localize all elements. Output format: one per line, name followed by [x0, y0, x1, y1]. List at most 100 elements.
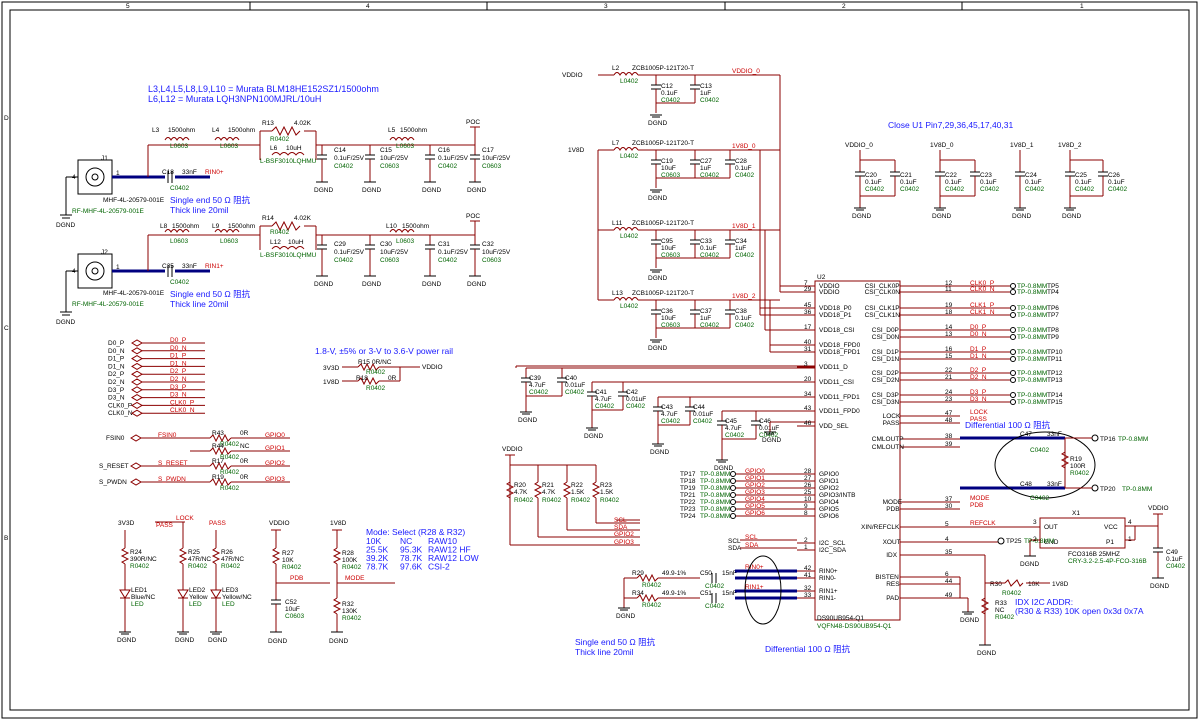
u2-rpin-num-12: 12 — [945, 280, 953, 287]
u2-rpin-num-21: 21 — [945, 374, 953, 381]
decoup-c-val-3-1: 0.1uF — [1108, 179, 1125, 186]
supply-l-body-2 — [613, 227, 639, 231]
gpio-src-3: S_PWDN — [99, 479, 127, 486]
single-end-note-3: Single end 50 Ω 阻抗 — [575, 637, 656, 647]
r15-ref: R15 — [358, 359, 370, 366]
gpio-tp-part-3: TP-0.8MM — [700, 492, 730, 499]
r33-ref: R33 — [995, 600, 1007, 607]
vdd11-c-val-1-0: 4.7uF — [595, 396, 612, 403]
rf-top-caps: C14 0.1uF/25V C0402 C15 10uF/25V C0603 C… — [316, 145, 511, 183]
gpio-tp-net-0: GPIO0 — [745, 468, 765, 475]
c31-val: 0.1uF/25V — [438, 249, 469, 256]
gnd-pdb: DGND — [268, 638, 287, 645]
rin-c-fp-1: C0402 — [705, 603, 725, 610]
mode-row-2-r32: 78.7K — [400, 553, 423, 563]
vdd11-c-ref-3-0: C45 — [725, 418, 737, 425]
tp25-label: TP25 — [1006, 538, 1022, 545]
u2-rpin-num-30: 30 — [945, 503, 953, 510]
supply-l-body-1 — [613, 147, 639, 151]
pullup-ref-2: R22 — [571, 482, 583, 489]
gpio-res-val-1: NC — [240, 443, 250, 450]
u2-pin-vddio-7: VDDIO — [819, 283, 840, 290]
led-rref-1: R25 — [188, 549, 200, 556]
gpio-tp-part-4: TP-0.8MM — [700, 499, 730, 506]
rf-bottom-caps: C29 0.1uF/25V C0402 C30 10uF/25V C0603 C… — [316, 235, 511, 277]
supply-l-ref-2: L11 — [612, 220, 623, 227]
gnd-t4: DGND — [467, 187, 486, 194]
cml-r19-val: 100R — [1070, 463, 1086, 470]
csi-tp-ref-9: TP13 — [1047, 377, 1063, 384]
c49-ref: C49 — [1166, 549, 1178, 556]
gpio-tp-part-5: TP-0.8MM — [700, 506, 730, 513]
led-diode-1 — [177, 589, 189, 599]
u2-rpin-csi-d0p-14: CSI_D0P — [872, 327, 899, 334]
gpio-tp-part-1: TP-0.8MM — [700, 478, 730, 485]
vdd11-c-val-0-0: 4.7uF — [529, 382, 546, 389]
net-mode-1: MODE — [345, 575, 365, 582]
gpio-tp-circle-5 — [730, 506, 736, 512]
u2-pin-rin0--41: RIN0- — [819, 575, 836, 582]
c15-val: 10uF/25V — [380, 155, 409, 162]
u2-pin-gpio5-9: GPIO5 — [819, 506, 839, 513]
j1-footprint: RF-MHF-4L-20579-001E — [72, 208, 145, 215]
csi-tp-ref-0: TP5 — [1047, 283, 1059, 290]
u2-pin-num-34: 34 — [804, 391, 812, 398]
gpio-tp-ref-6: TP24 — [680, 513, 696, 520]
supply-c-ref-3-0: C36 — [661, 308, 673, 315]
j1-part: MHF-4L-20579-001E — [103, 197, 165, 204]
l12-val: 10uH — [288, 239, 304, 246]
led-res-body-2 — [211, 547, 221, 565]
u2-rpin-mode-37: MODE — [883, 499, 903, 506]
c52-val: 10uF — [285, 606, 300, 613]
mode-table-title: Mode: Select (R28 & R32) — [366, 527, 465, 537]
rin-res-fp-0: R0402 — [642, 582, 662, 589]
vdd11-c-ref-0-0: C39 — [529, 375, 541, 382]
supply-c-ref-2-1: C33 — [700, 238, 712, 245]
gpio-tp-net-2: GPIO2 — [745, 482, 765, 489]
u2-rpin-num-24: 24 — [945, 389, 953, 396]
u2-pin-num-45: 45 — [804, 302, 812, 309]
u2-pin-num-43: 43 — [804, 405, 812, 412]
c31-ref: C31 — [438, 241, 450, 248]
rin-c-val-0: 15nF — [722, 570, 737, 577]
l5-fp: L0603 — [396, 143, 414, 150]
led-color-0: Blue/NC — [131, 594, 156, 601]
gpio-res-net-1: GPIO1 — [265, 445, 285, 452]
csi-left-port-4 — [131, 370, 143, 378]
supply-l-body-0 — [613, 72, 639, 76]
net-pdb-1: PDB — [290, 575, 303, 582]
supply-c-fp-0-1: C0402 — [700, 97, 720, 104]
rin-res-fp-1: R0402 — [642, 602, 662, 609]
r18-ref: R18 — [356, 375, 368, 382]
column-3: 3 — [604, 3, 608, 10]
u2-pin-num-25: 25 — [804, 489, 812, 496]
csi-tp-tp9 — [1010, 334, 1016, 340]
x1-part: FCO316B 25MHZ — [1068, 551, 1120, 558]
gpio-src-net-0: FSIN0 — [158, 432, 177, 439]
supply-l-ref-3: L13 — [612, 290, 623, 297]
csi-tp-tp5 — [1010, 283, 1016, 289]
led-rval-2: 47R/NC — [221, 556, 244, 563]
u2-pin-num-9: 9 — [804, 503, 808, 510]
u2-rpin-num-18: 18 — [945, 309, 953, 316]
x1-gnd: GND — [1044, 539, 1059, 546]
gpio-res-fp-1: R0402 — [220, 454, 240, 461]
j2-ref: J2 — [101, 249, 108, 256]
r18-val: 0R — [388, 375, 397, 382]
u2-pin-gpio3-intb-25: GPIO3/INTB — [819, 492, 855, 499]
gnd-idx: DGND — [977, 650, 996, 657]
x1-out: OUT — [1044, 524, 1058, 531]
l3-ref: L3 — [152, 127, 160, 134]
u2-rpin-num-47: 47 — [945, 410, 953, 417]
led-res-body-0 — [120, 547, 130, 565]
csi-out-net-4: D0_P — [970, 324, 986, 331]
led-rref-0: R24 — [130, 549, 142, 556]
net-rin1p-1: RIN1+ — [205, 263, 224, 270]
supply-gnd-2: DGND — [648, 275, 667, 282]
c49-fp: C0402 — [1166, 563, 1186, 570]
gnd-mode: DGND — [329, 638, 348, 645]
pullup-val-3: 1.5K — [600, 489, 614, 496]
u2-rpin-num-48: 48 — [945, 417, 953, 424]
decoup-c-ref-3-0: C25 — [1075, 172, 1087, 179]
r28-fp: R0402 — [342, 564, 362, 571]
